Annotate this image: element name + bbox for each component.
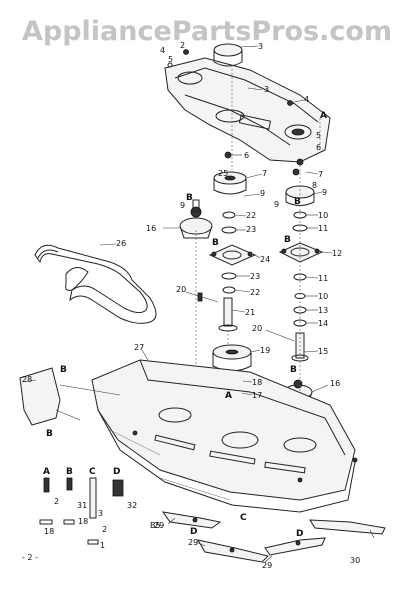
legend-3: 3 [98,509,103,518]
letter-B-bracket: B [46,429,53,439]
callout-7-right: 7 [318,170,323,179]
callout-9-rightb: 9 [274,200,279,209]
callout-13: 13 [318,306,328,315]
drive-belt-26[interactable] [34,244,157,324]
callout-15: 15 [318,347,328,356]
callout-10-upper: 10 [318,211,328,220]
callout-26: 26 [116,239,126,248]
spindle-shaft-21[interactable] [218,297,238,345]
callout-3-top: 3 [258,42,263,51]
callout-4-right: 4 [304,95,309,104]
legend-18a: 18 [44,527,54,536]
legend-1: 1 [100,541,105,550]
callout-12: 12 [332,249,342,258]
callout-labels: 2 3 4 5 3 4 A 5 6 6 7 25 9 B 9 22 16 23 … [22,41,360,570]
callout-7-left: 7 [262,169,267,178]
letter-B-left: B [186,193,193,203]
legend-31: 31 [77,501,87,510]
callout-14: 14 [318,319,328,328]
callout-30: 30 [350,556,360,565]
blade-29-right[interactable] [264,537,326,556]
spindle-shaft-15[interactable] [265,329,309,362]
legend-2a: 2 [54,497,59,506]
callout-18: 18 [252,378,262,387]
callout-25: 25 [218,169,228,178]
callout-16-left: 16 [146,224,156,233]
blade-29-center[interactable] [196,539,269,563]
callout-27: 27 [134,343,144,352]
callout-11-lower: 11 [318,274,328,283]
legend-D: D [113,467,120,477]
callout-8: 8 [312,181,317,190]
letter-D-blade-right: D [296,529,303,539]
legend-32: 32 [127,501,137,510]
callout-21: 21 [245,308,255,317]
legend-C: C [89,467,96,477]
callout-9-right: 9 [322,188,327,197]
letter-B-right-spindle: B [284,235,291,245]
mower-deck-27[interactable] [91,359,358,513]
callout-19: 19 [260,346,270,355]
letter-B-deck: B [60,365,67,375]
code-b5: B5 [150,521,161,530]
callout-17: 17 [252,391,262,400]
callout-23-lower: 23 [250,272,260,281]
callout-23-upper: 23 [246,225,256,234]
pulley-19[interactable] [212,344,252,372]
callout-22-upper: 22 [246,211,256,220]
callout-9-leftb: 9 [180,201,185,210]
callout-3-plate: 3 [264,85,269,94]
letter-B-deck-right: B [290,365,297,375]
letter-A-deck: A [225,391,232,401]
callout-2: 2 [180,41,185,50]
letter-B-spindle: B [212,238,219,248]
legend-18b: 18 [78,517,88,526]
callout-16-right: 16 [330,379,340,388]
callout-28: 28 [22,375,32,384]
callout-9-left: 9 [260,189,265,198]
legend-A: A [43,467,50,477]
legend-2b: 2 [102,525,107,534]
callout-20-right: 20 [252,324,262,333]
leader-lines [21,45,375,563]
pulley-25[interactable] [213,171,247,195]
blade-30[interactable] [309,519,386,535]
letter-A-top: A [320,111,327,121]
spindle-24[interactable] [208,244,257,266]
callout-20-left: 20 [176,285,186,294]
washer-stack-22-23 [221,211,237,234]
callout-5-right: 5 [316,131,321,140]
letter-C-blade: C [240,513,247,523]
legend-B: B [66,467,73,477]
callout-6-left: 6 [244,151,249,160]
letter-B-right: B [294,197,301,207]
washer-23-lower [221,272,237,294]
bolt-20-left [185,291,219,303]
spindle-12-right[interactable] [278,242,324,263]
callout-5-left: 5 [168,55,173,64]
callout-29-center: 29 [188,538,198,547]
blade-29-left[interactable] [161,511,222,529]
nut-7-right [292,168,300,176]
callout-29-left: 29 [154,521,164,530]
spindle-housing-16-left[interactable] [179,199,213,239]
callout-24: 24 [260,255,270,264]
callout-29-right: 29 [262,561,272,570]
fastener-legend [39,477,124,545]
letter-D-blade: D [190,527,197,537]
callout-10-lower: 10 [318,292,328,301]
callout-4-left: 4 [160,46,165,55]
callout-6-right: 6 [316,143,321,152]
watermark: AppliancePartsPros.com [22,16,393,47]
belt-guard-cylinder[interactable] [213,43,243,67]
page-label: - 2 - [22,553,38,562]
anti-scalp-bracket-28[interactable] [19,367,121,426]
callout-22-lower: 22 [250,288,260,297]
belt-cover-plate[interactable] [164,57,331,163]
callout-11-upper: 11 [318,224,328,233]
